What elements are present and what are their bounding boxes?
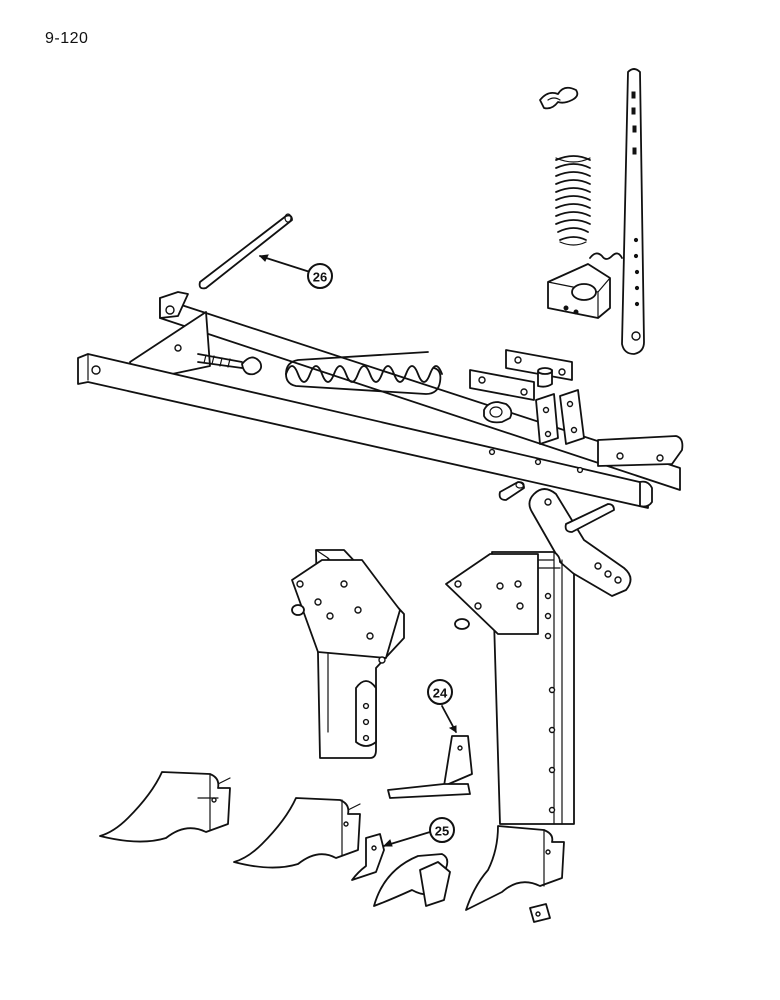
sweep-left bbox=[99, 771, 231, 843]
link-plate-lower bbox=[469, 369, 535, 401]
deflector-bracket bbox=[387, 735, 473, 799]
short-pin bbox=[498, 481, 525, 501]
spacer-nut bbox=[483, 401, 513, 424]
spring-clip bbox=[539, 86, 579, 110]
page-number: 9-120 bbox=[45, 30, 89, 47]
callout-24: 24 bbox=[427, 679, 453, 705]
callout-25-label: 25 bbox=[435, 824, 449, 839]
compression-spring bbox=[555, 155, 591, 246]
side-plate-left bbox=[535, 393, 559, 445]
callout-26: 26 bbox=[307, 263, 333, 289]
tension-spring bbox=[285, 351, 443, 395]
main-frame bbox=[77, 291, 684, 509]
small-point bbox=[351, 833, 385, 881]
callout-25: 25 bbox=[429, 817, 455, 843]
sweep-middle bbox=[233, 797, 361, 869]
s-hook bbox=[589, 252, 623, 260]
right-shank bbox=[445, 551, 575, 825]
side-plate-right bbox=[559, 389, 585, 445]
leader-26 bbox=[259, 255, 311, 273]
bushing bbox=[537, 367, 553, 388]
callout-26-label: 26 bbox=[313, 270, 327, 285]
eye-bolt bbox=[197, 353, 263, 376]
callout-24-label: 24 bbox=[433, 686, 448, 701]
spring-bracket bbox=[547, 263, 611, 319]
adjuster-bar bbox=[621, 68, 645, 355]
pivot-pin bbox=[198, 213, 293, 290]
link-plate-upper bbox=[505, 349, 573, 381]
reversible-point bbox=[373, 853, 451, 907]
left-shank bbox=[291, 549, 405, 759]
sweep-right bbox=[465, 825, 565, 923]
pivot-arm bbox=[528, 488, 632, 597]
